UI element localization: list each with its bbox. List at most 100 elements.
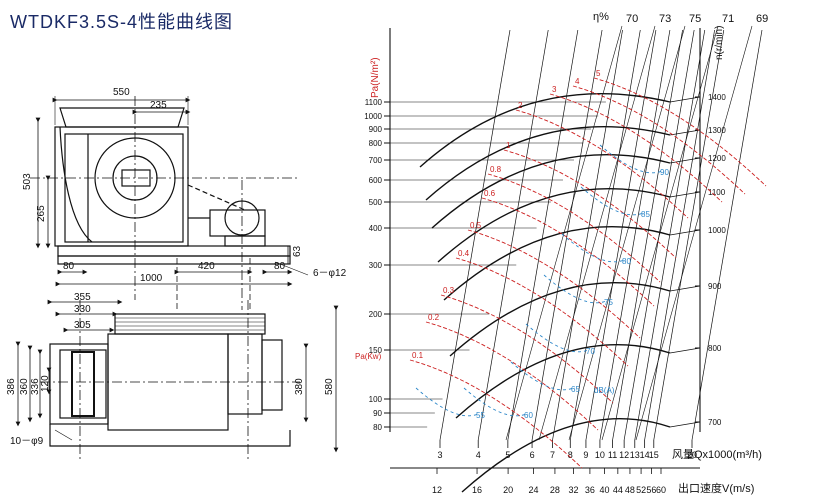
power-curve — [503, 149, 677, 259]
power-value-label: 5 — [596, 69, 601, 78]
efficiency-label: 70 — [626, 13, 638, 25]
efficiency-label: 73 — [659, 13, 671, 25]
speed-curve — [419, 93, 671, 168]
airflow-grid-line — [585, 29, 657, 441]
airflow-grid-line — [691, 29, 763, 441]
right-tick-label: 1000 — [708, 226, 726, 235]
airflow-tick-label: 6 — [530, 450, 535, 460]
noise-value-label: 80 — [622, 257, 631, 266]
speed-curve-connector — [669, 157, 701, 164]
left-tick-label: 100 — [369, 395, 383, 404]
noise-value-label: 55 — [476, 411, 485, 420]
airflow-tick-label: 15 — [649, 450, 659, 460]
base-rail — [57, 255, 291, 265]
right-tick-label: 1300 — [708, 126, 726, 135]
motor-mount — [224, 235, 266, 247]
power-curve — [409, 359, 583, 469]
velocity-tick-label: 24 — [528, 485, 538, 495]
front-view-drawing — [30, 96, 309, 312]
pulley-plan — [261, 339, 283, 411]
velocity-tick-label: 28 — [550, 485, 560, 495]
fan-casing-inner — [64, 133, 184, 243]
dim-336: 336 — [30, 378, 41, 395]
left-tick-label: 900 — [369, 125, 383, 134]
speed-curve — [461, 417, 671, 493]
left-tick-label: 500 — [369, 198, 383, 207]
speed-curve-connector — [669, 421, 701, 428]
noise-curve — [543, 274, 607, 304]
power-value-label: 0.3 — [443, 286, 455, 295]
power-curve — [425, 321, 599, 431]
dim-503: 503 — [22, 173, 33, 190]
speed-curve-connector — [669, 285, 701, 292]
velocity-tick-label: 12 — [432, 485, 442, 495]
right-tick-label: 700 — [708, 418, 722, 427]
speed-curve — [443, 226, 671, 301]
noise-curve — [463, 387, 527, 417]
efficiency-line — [635, 25, 753, 441]
dim-80-right: 80 — [274, 261, 286, 272]
speed-curve — [449, 281, 671, 357]
velocity-tick-label: 44 — [613, 485, 623, 495]
left-tick-label: 90 — [373, 409, 382, 418]
noise-value-label: 85 — [641, 210, 650, 219]
noise-value-label: 90 — [660, 168, 669, 177]
noise-curve — [415, 387, 479, 417]
velocity-tick-label: 36 — [585, 485, 595, 495]
left-tick-label: 1000 — [364, 112, 382, 121]
dim-80-left: 80 — [63, 261, 75, 272]
belt-line — [187, 184, 246, 211]
velocity-tick-label: 60 — [656, 485, 666, 495]
airflow-tick-label: 9 — [583, 450, 588, 460]
speed-curve — [425, 126, 671, 201]
efficiency-line — [538, 25, 656, 441]
speed-axis-label: n(r/min) — [714, 26, 725, 60]
airflow-grid-line — [653, 29, 725, 441]
dim-1000: 1000 — [140, 273, 163, 284]
noise-label: dB(A) — [594, 386, 615, 395]
power-curve — [572, 85, 746, 195]
power-value-label: 1 — [506, 141, 511, 150]
pressure-axis-label: Pa(N/m²) — [370, 57, 381, 98]
dim-235: 235 — [150, 100, 167, 111]
airflow-tick-label: 14 — [640, 450, 650, 460]
power-value-label: 0.8 — [490, 165, 502, 174]
left-tick-label: 1100 — [365, 98, 383, 107]
power-curve — [467, 229, 641, 339]
airflow-tick-label: 8 — [568, 450, 573, 460]
efficiency-header: η% — [593, 11, 609, 23]
airflow-grid-line — [439, 29, 511, 441]
dim-550: 550 — [113, 87, 130, 98]
dim-305: 305 — [74, 320, 91, 331]
airflow-tick-label: 4 — [476, 450, 481, 460]
power-value-label: 4 — [575, 77, 580, 86]
inlet-flange — [49, 343, 109, 425]
inlet-grille — [71, 351, 95, 417]
airflow-grid-line — [599, 29, 671, 441]
left-tick-label: 300 — [369, 261, 383, 270]
right-tick-label: 1400 — [708, 93, 726, 102]
right-tick-label: 900 — [708, 282, 722, 291]
noise-curve — [561, 233, 625, 263]
dim-63: 63 — [292, 245, 303, 257]
speed-curve-connector — [669, 191, 701, 198]
front-view-dimensions: 550 235 503 265 80 420 80 1000 63 6－φ12 — [22, 87, 347, 284]
noise-value-label: 70 — [586, 347, 595, 356]
airflow-tick-label: 13 — [630, 450, 640, 460]
noise-value-label: 60 — [524, 411, 533, 420]
dim-355: 355 — [74, 292, 91, 303]
plan-view-drawing — [15, 299, 339, 460]
airflow-tick-label: 3 — [437, 450, 442, 460]
noise-curve — [525, 323, 589, 353]
airflow-grid-line — [612, 29, 683, 441]
velocity-tick-label: 40 — [600, 485, 610, 495]
power-curve — [440, 294, 614, 404]
inlet-inner — [59, 349, 107, 419]
dim-330: 330 — [74, 304, 91, 315]
dim-360: 360 — [19, 378, 30, 395]
left-tick-label: 700 — [369, 156, 383, 165]
speed-curve-connector — [669, 229, 701, 236]
power-curve — [515, 109, 689, 219]
chart-title: WTDKF3.5S-4性能曲线图 — [10, 12, 234, 32]
